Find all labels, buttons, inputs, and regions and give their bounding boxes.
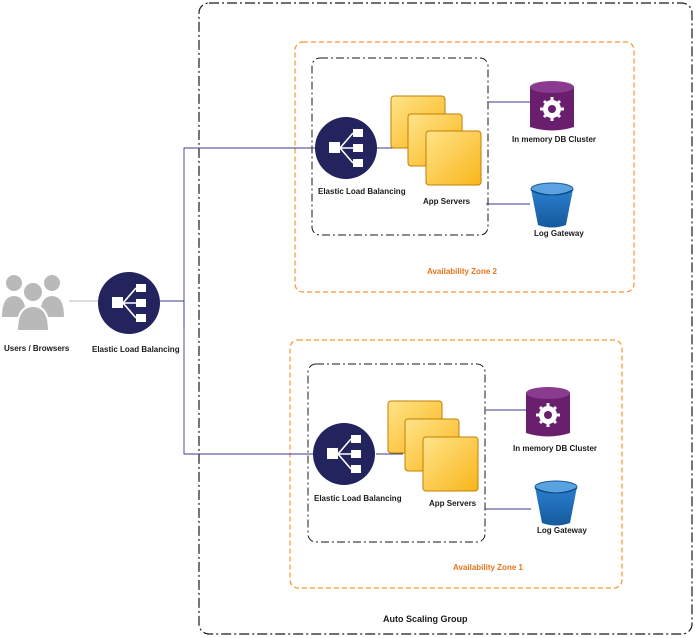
zone-2-compute-group-border	[311, 57, 489, 236]
availability-zone-1-label: Availability Zone 1	[453, 563, 523, 572]
zone-1-app-servers-label: App Servers	[429, 499, 477, 508]
zone-1-log-gateway-icon	[534, 480, 578, 526]
zone-1-compute-group-border	[307, 363, 486, 543]
load-balancer-icon	[98, 272, 160, 334]
main-elb-label: Elastic Load Balancing	[92, 345, 180, 354]
auto-scaling-group-border	[198, 2, 693, 635]
zone-2-app-servers-icon	[390, 95, 482, 186]
availability-zone-1-border	[289, 339, 623, 589]
zone-2-log-gateway-icon	[530, 182, 574, 228]
zone-1-db-label: In memory DB Cluster	[513, 444, 597, 453]
zone-1-log-gateway-label: Log Gateway	[537, 526, 587, 535]
zone-2-elb-label: Elastic Load Balancing	[318, 187, 406, 196]
availability-zone-2-border	[294, 41, 635, 293]
zone-1-database-icon	[526, 387, 570, 437]
availability-zone-2-label: Availability Zone 2	[427, 267, 497, 276]
zone-2-load-balancer-icon	[315, 117, 377, 179]
zone-2-database-icon	[530, 81, 574, 131]
zone-2-db-label: In memory DB Cluster	[512, 135, 596, 144]
zone-2-app-servers-label: App Servers	[423, 197, 471, 206]
users-browsers-label: Users / Browsers	[4, 344, 70, 353]
zone-1-load-balancer-icon	[313, 423, 375, 485]
users-group-icon	[2, 275, 64, 332]
connector-lines	[69, 101, 531, 510]
zone-1-app-servers-icon	[387, 400, 479, 492]
auto-scaling-group-label: Auto Scaling Group	[383, 614, 468, 624]
zone-1-elb-label: Elastic Load Balancing	[314, 494, 402, 503]
zone-2-log-gateway-label: Log Gateway	[534, 229, 584, 238]
